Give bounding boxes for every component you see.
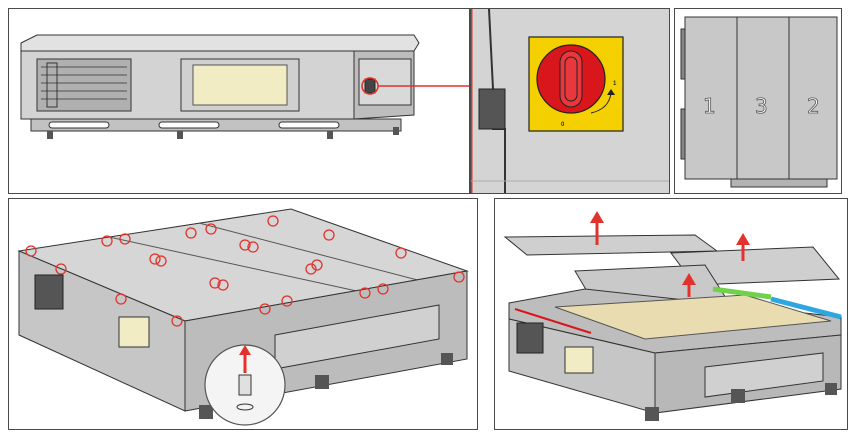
unit-side-drawing: [20, 34, 469, 139]
blue-strip: [770, 296, 842, 320]
screw-markers: [25, 215, 465, 327]
top-view-drawing: 1 3 2: [680, 16, 838, 188]
coil-fins: [41, 66, 127, 100]
switch-position-on-label: 1: [613, 81, 617, 87]
switch-zoom-drawing: 0 1: [471, 9, 669, 193]
unscrew-arrow-icon: [239, 345, 251, 355]
lift-arrow-icon-2: [736, 233, 750, 245]
panel-top-view: 1 3 2: [674, 8, 842, 194]
panel-top-panel-removal: [494, 198, 848, 430]
panel-switch-zoom: 0 1: [470, 8, 670, 194]
switch-position-off-label: 0: [561, 122, 565, 128]
lift-arrow-icon-3: [682, 273, 696, 285]
unit-feet: [47, 127, 399, 139]
panel-number-2: 2: [807, 94, 820, 118]
panel-number-1: 1: [703, 94, 716, 118]
panel-screw-locations: [8, 198, 478, 430]
panel-unit-side-view: [8, 8, 470, 194]
lift-arrows: [590, 211, 750, 297]
panel-removal-drawing: [503, 211, 842, 421]
green-strip: [712, 286, 772, 300]
lift-arrow-icon-1: [590, 211, 604, 223]
panel-number-3: 3: [755, 94, 768, 118]
screw-locations-drawing: [17, 208, 469, 426]
